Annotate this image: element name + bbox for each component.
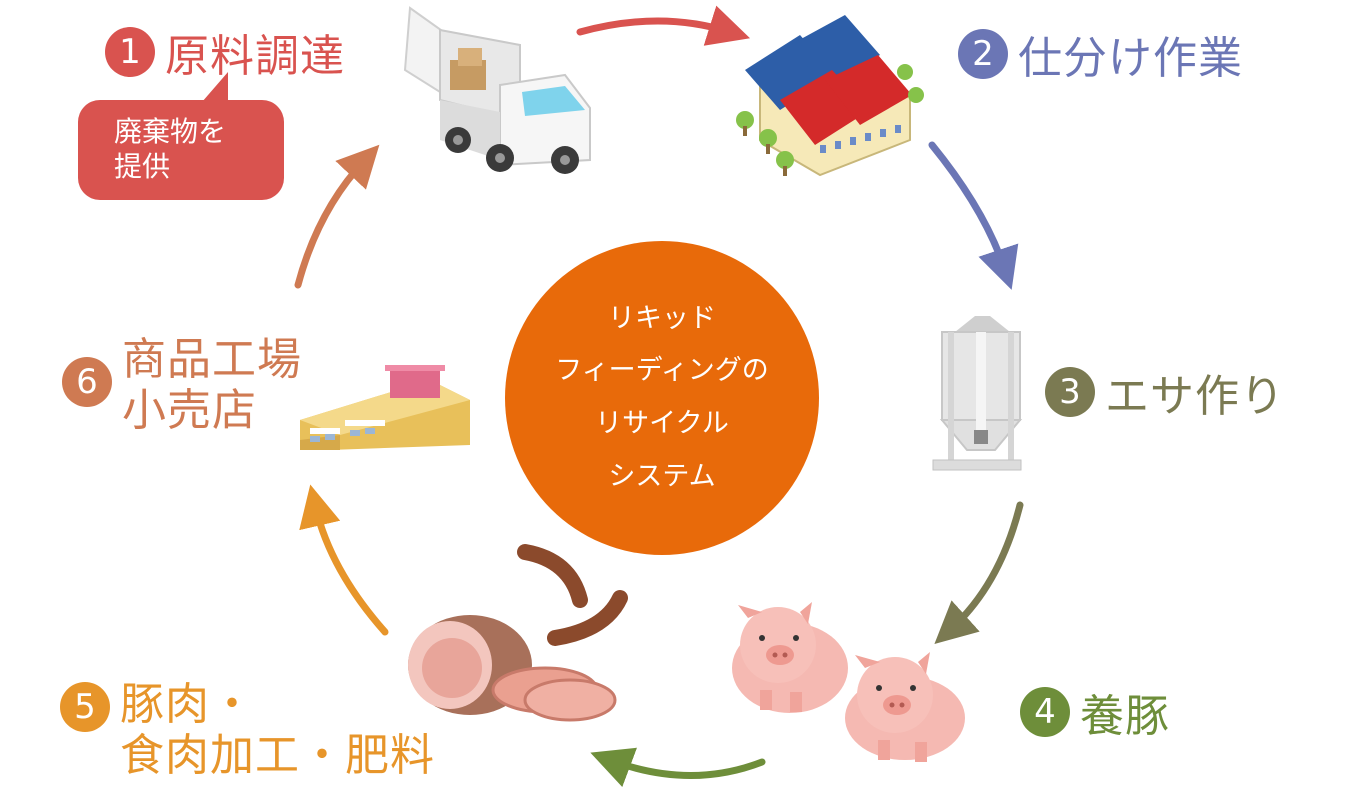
silo-icon xyxy=(932,316,1023,471)
step-6-label: 6 商品工場 小売店 xyxy=(62,334,302,436)
step-1-number: 1 xyxy=(105,27,155,77)
speech-bubble: 廃棄物を 提供 xyxy=(78,72,284,200)
step-1-text: 原料調達 xyxy=(165,31,345,82)
step-2-number: 2 xyxy=(958,29,1008,79)
step-2-text: 仕分け作業 xyxy=(1018,33,1243,84)
center-line: リキッド xyxy=(608,302,716,334)
arrow-5-to-6 xyxy=(299,484,389,636)
center-system-circle: リキッド フィーディングの リサイクル システム xyxy=(505,241,819,555)
step-4-number: 4 xyxy=(1020,687,1070,737)
step-6-number: 6 xyxy=(62,357,112,407)
arrow-6-to-1 xyxy=(294,144,380,289)
bubble-line: 提供 xyxy=(114,150,171,183)
step-3-number: 3 xyxy=(1045,367,1095,417)
factory-icon xyxy=(736,15,924,177)
meat-icon xyxy=(408,544,628,722)
step-5-number: 5 xyxy=(60,682,110,732)
store-icon xyxy=(300,365,470,450)
center-line: システム xyxy=(608,460,716,492)
step-1-label: 1 原料調達 xyxy=(105,20,345,84)
step-5-label: 5 豚肉・ 食肉加工・肥料 xyxy=(60,679,435,781)
step-3-label: 3 エサ作り xyxy=(1045,360,1285,424)
step-4-label: 4 養豚 xyxy=(1020,680,1170,744)
step-3-text: エサ作り xyxy=(1105,371,1285,422)
arrow-4-to-5 xyxy=(590,747,766,788)
step-6-text: 商品工場 小売店 xyxy=(122,334,302,436)
step-5-text: 豚肉・ 食肉加工・肥料 xyxy=(120,679,435,781)
pigs-icon xyxy=(732,602,965,762)
arrow-2-to-3 xyxy=(928,141,1019,290)
center-line: フィーディングの xyxy=(555,355,769,387)
step-5-line: 豚肉・ xyxy=(120,679,255,730)
step-6-line: 商品工場 xyxy=(122,334,302,385)
step-6-line: 小売店 xyxy=(122,384,257,436)
step-4-text: 養豚 xyxy=(1080,691,1170,742)
arrow-1-to-2 xyxy=(576,5,751,46)
step-5-line: 食肉加工・肥料 xyxy=(120,729,435,781)
center-line: リサイクル xyxy=(595,408,729,439)
bubble-line: 廃棄物を xyxy=(114,115,227,148)
truck-icon xyxy=(403,6,591,174)
step-2-label: 2 仕分け作業 xyxy=(958,22,1243,86)
arrow-3-to-4 xyxy=(934,501,1024,645)
